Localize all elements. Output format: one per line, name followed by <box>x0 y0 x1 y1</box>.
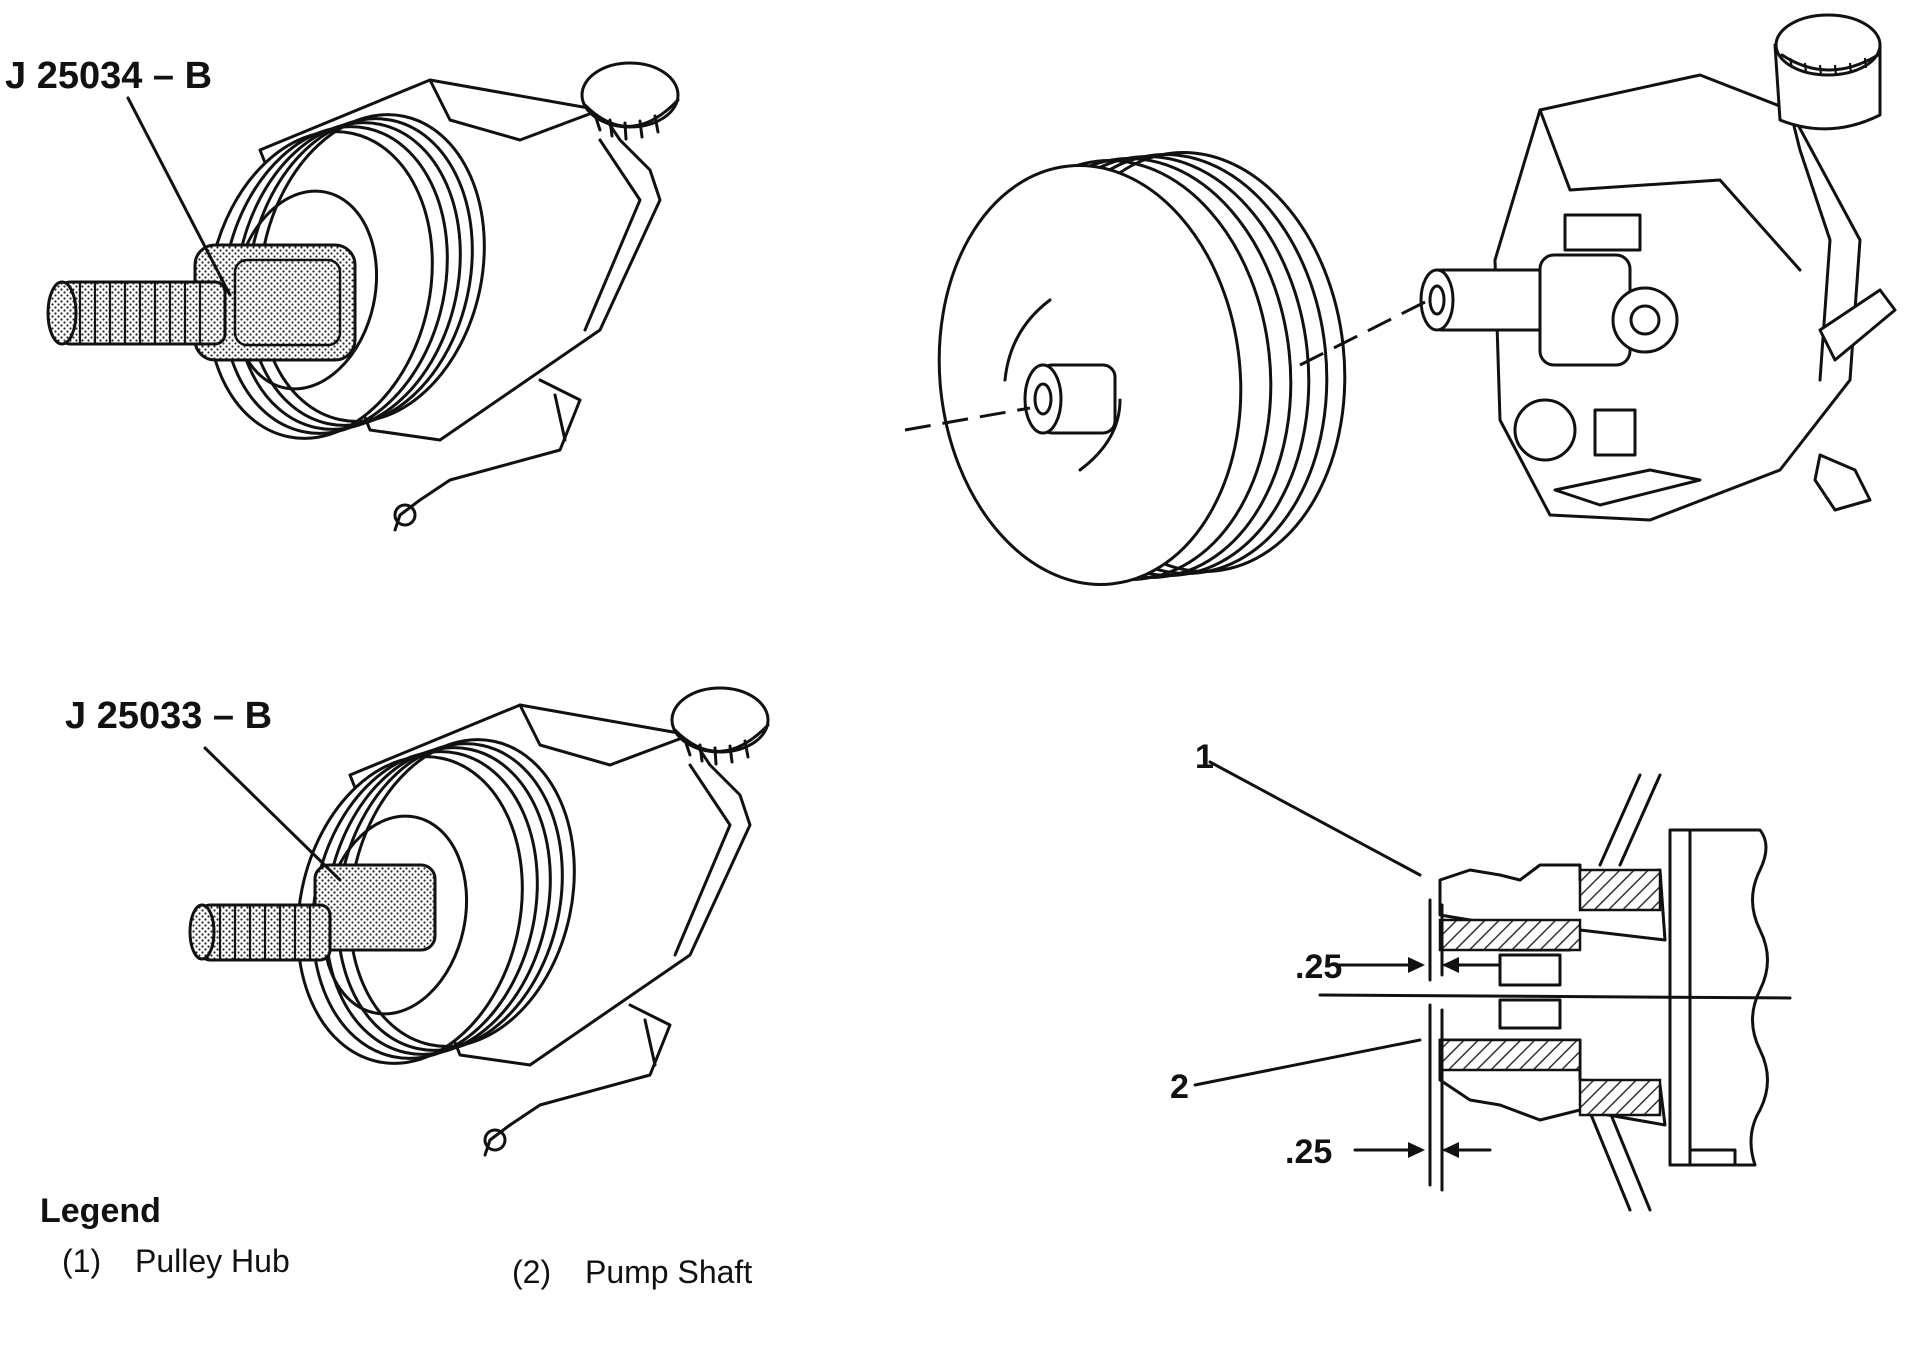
pump-remover-bottom <box>188 686 770 1157</box>
legend-item-2-number: (2) <box>512 1254 551 1290</box>
legend-title: Legend <box>40 1192 161 1230</box>
legend-item-2-label: Pump Shaft <box>585 1254 752 1290</box>
dimension-lower: .25 <box>1285 1133 1332 1171</box>
tool-label-j25033b: J 25033 – B <box>65 695 272 737</box>
pump-installer-top <box>46 61 680 532</box>
hub-cross-section <box>1193 760 1792 1212</box>
callout-2: 2 <box>1170 1068 1189 1106</box>
legend-item-1-label: Pulley Hub <box>135 1243 290 1279</box>
tool-label-j25034b: J 25034 – B <box>5 55 212 97</box>
callout-1: 1 <box>1195 738 1214 776</box>
dimension-upper: .25 <box>1295 948 1342 986</box>
pulley-exploded <box>904 13 1897 586</box>
legend-item-1-number: (1) <box>62 1243 101 1279</box>
